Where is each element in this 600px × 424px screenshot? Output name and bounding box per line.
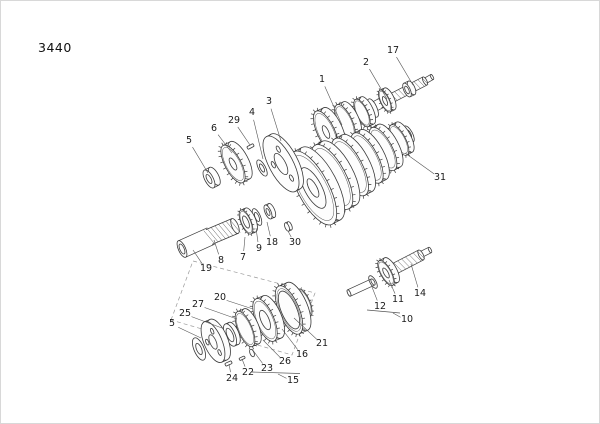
leader-line [204, 307, 238, 320]
leader-line [281, 328, 298, 350]
bearing-flange-plate [262, 133, 304, 193]
nut-5 [202, 166, 221, 189]
leader-line [178, 326, 202, 339]
leader-line [237, 126, 251, 146]
leader-line [243, 236, 246, 252]
part-label: 29 [228, 115, 240, 126]
part-label: 27 [192, 299, 204, 310]
part-label: 1 [319, 74, 325, 85]
part-label: 25 [179, 308, 191, 319]
leader-line [396, 56, 414, 86]
washer-4 [256, 159, 268, 177]
shaft-tube-19 [176, 227, 215, 258]
leader-lines [178, 56, 435, 379]
part-label: 11 [392, 294, 404, 305]
part-label: 10 [401, 314, 413, 325]
leader-line [371, 286, 378, 301]
leader-line [388, 279, 396, 294]
part-label: 7 [240, 252, 246, 263]
leader-line [192, 146, 209, 174]
idler-shaft-end [346, 278, 375, 297]
part-label: 12 [374, 301, 386, 312]
leader-line [228, 363, 231, 373]
dowel-pin-29 [246, 143, 255, 150]
leader-line [404, 152, 435, 175]
part-label: 26 [279, 356, 291, 367]
part-label: 15 [287, 375, 299, 386]
leader-line [324, 86, 343, 126]
bracket-line-10 [366, 309, 401, 314]
part-label: 16 [296, 349, 308, 360]
input-shaft-assembly [176, 203, 293, 258]
synchro-hub-20 [249, 295, 285, 345]
mainshaft-upper-assembly [310, 74, 435, 157]
part-label: 19 [200, 263, 212, 274]
idler-gear-11 [375, 257, 400, 289]
synchro-hub-subassembly [192, 281, 315, 367]
locknut [402, 80, 417, 98]
leader-line [369, 68, 388, 100]
speedo-gear [376, 87, 397, 114]
leader-line [226, 300, 254, 310]
leader-line [191, 316, 223, 329]
front-hub [192, 337, 206, 361]
cluster-gear-5 [386, 121, 415, 158]
spline-section-8 [203, 218, 241, 245]
part-label: 8 [218, 255, 224, 266]
leader-line [192, 249, 203, 264]
leader-line [251, 348, 263, 364]
leader-line [287, 230, 292, 238]
figure-number: 3440 [38, 40, 72, 55]
leader-line [266, 221, 271, 237]
part-label: 31 [434, 172, 446, 183]
bracket-line-15 [251, 371, 301, 374]
spacer-30 [284, 221, 293, 232]
gear-26 [232, 308, 262, 350]
leader-line [262, 339, 281, 358]
leader-line [213, 239, 219, 255]
leader-line [293, 317, 317, 340]
part-label: 6 [211, 123, 217, 134]
flange-27 [200, 318, 231, 363]
leader-line [270, 108, 282, 142]
bearing-7 [237, 207, 258, 236]
gear-21 [272, 281, 312, 338]
leader-line [277, 373, 287, 379]
part-label: 14 [414, 288, 426, 299]
part-label: 22 [242, 367, 254, 378]
part-label: 24 [226, 373, 238, 384]
clip-23 [249, 348, 255, 358]
ring-25 [223, 321, 241, 347]
idler-washer-12 [368, 275, 378, 289]
spacer-18 [263, 203, 277, 220]
idler-shaft-assembly [346, 246, 433, 297]
part-label: 23 [261, 363, 273, 374]
part-label: 5 [186, 135, 192, 146]
part-label: 18 [266, 237, 278, 248]
gear-small [350, 96, 377, 130]
part-label: 9 [256, 243, 262, 254]
part-label: 4 [249, 107, 255, 118]
part-label: 2 [363, 57, 369, 68]
leader-line [241, 358, 246, 367]
pin-22 [238, 355, 246, 361]
exploded-assembly [170, 74, 435, 374]
part-label: 20 [214, 292, 226, 303]
idler-spline-14 [389, 249, 426, 275]
leader-line [392, 312, 401, 318]
part-label: 21 [316, 338, 328, 349]
leader-line [217, 134, 233, 154]
part-label: 30 [289, 237, 301, 248]
part-label: 5 [169, 318, 175, 329]
leader-line [253, 119, 264, 160]
part-label: 17 [387, 45, 399, 56]
leader-line [410, 263, 419, 288]
bolt-24 [224, 360, 233, 367]
leader-line [255, 227, 259, 243]
part-label: 3 [266, 96, 272, 107]
